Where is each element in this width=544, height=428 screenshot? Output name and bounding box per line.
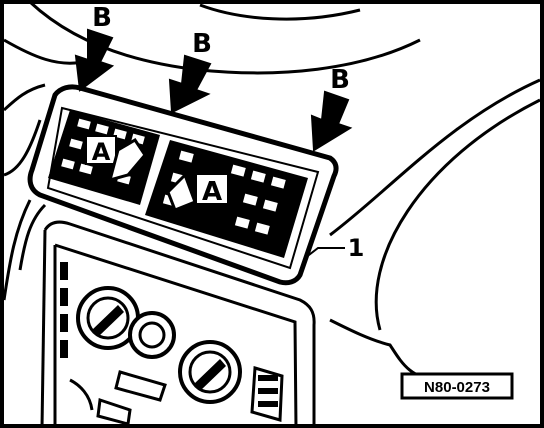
clip-b-arrows <box>74 28 353 152</box>
console-left-buttons <box>60 262 68 358</box>
vent-a-arrows <box>107 137 197 212</box>
callout-1: 1 <box>304 234 365 262</box>
climate-knob-center <box>128 311 176 359</box>
figure-reference: N80-0273 <box>400 372 514 400</box>
clip-b-label-left: B <box>92 3 112 33</box>
console-lower-grille <box>258 375 278 407</box>
climate-knob-right <box>178 340 242 404</box>
vent-a-right-label: A <box>195 173 229 207</box>
clip-b-label-center: B <box>192 29 212 59</box>
clip-b-label-right: B <box>330 65 350 95</box>
vent-a-left-text: A <box>92 138 111 166</box>
console-lower-details <box>69 366 284 426</box>
vent-a-right-text: A <box>202 177 222 207</box>
figure-reference-text: N80-0273 <box>424 379 490 396</box>
vent-a-left-label: A <box>85 135 117 166</box>
dash-left-panel <box>2 199 47 301</box>
part-1-label: 1 <box>348 234 365 262</box>
center-console <box>40 220 316 428</box>
